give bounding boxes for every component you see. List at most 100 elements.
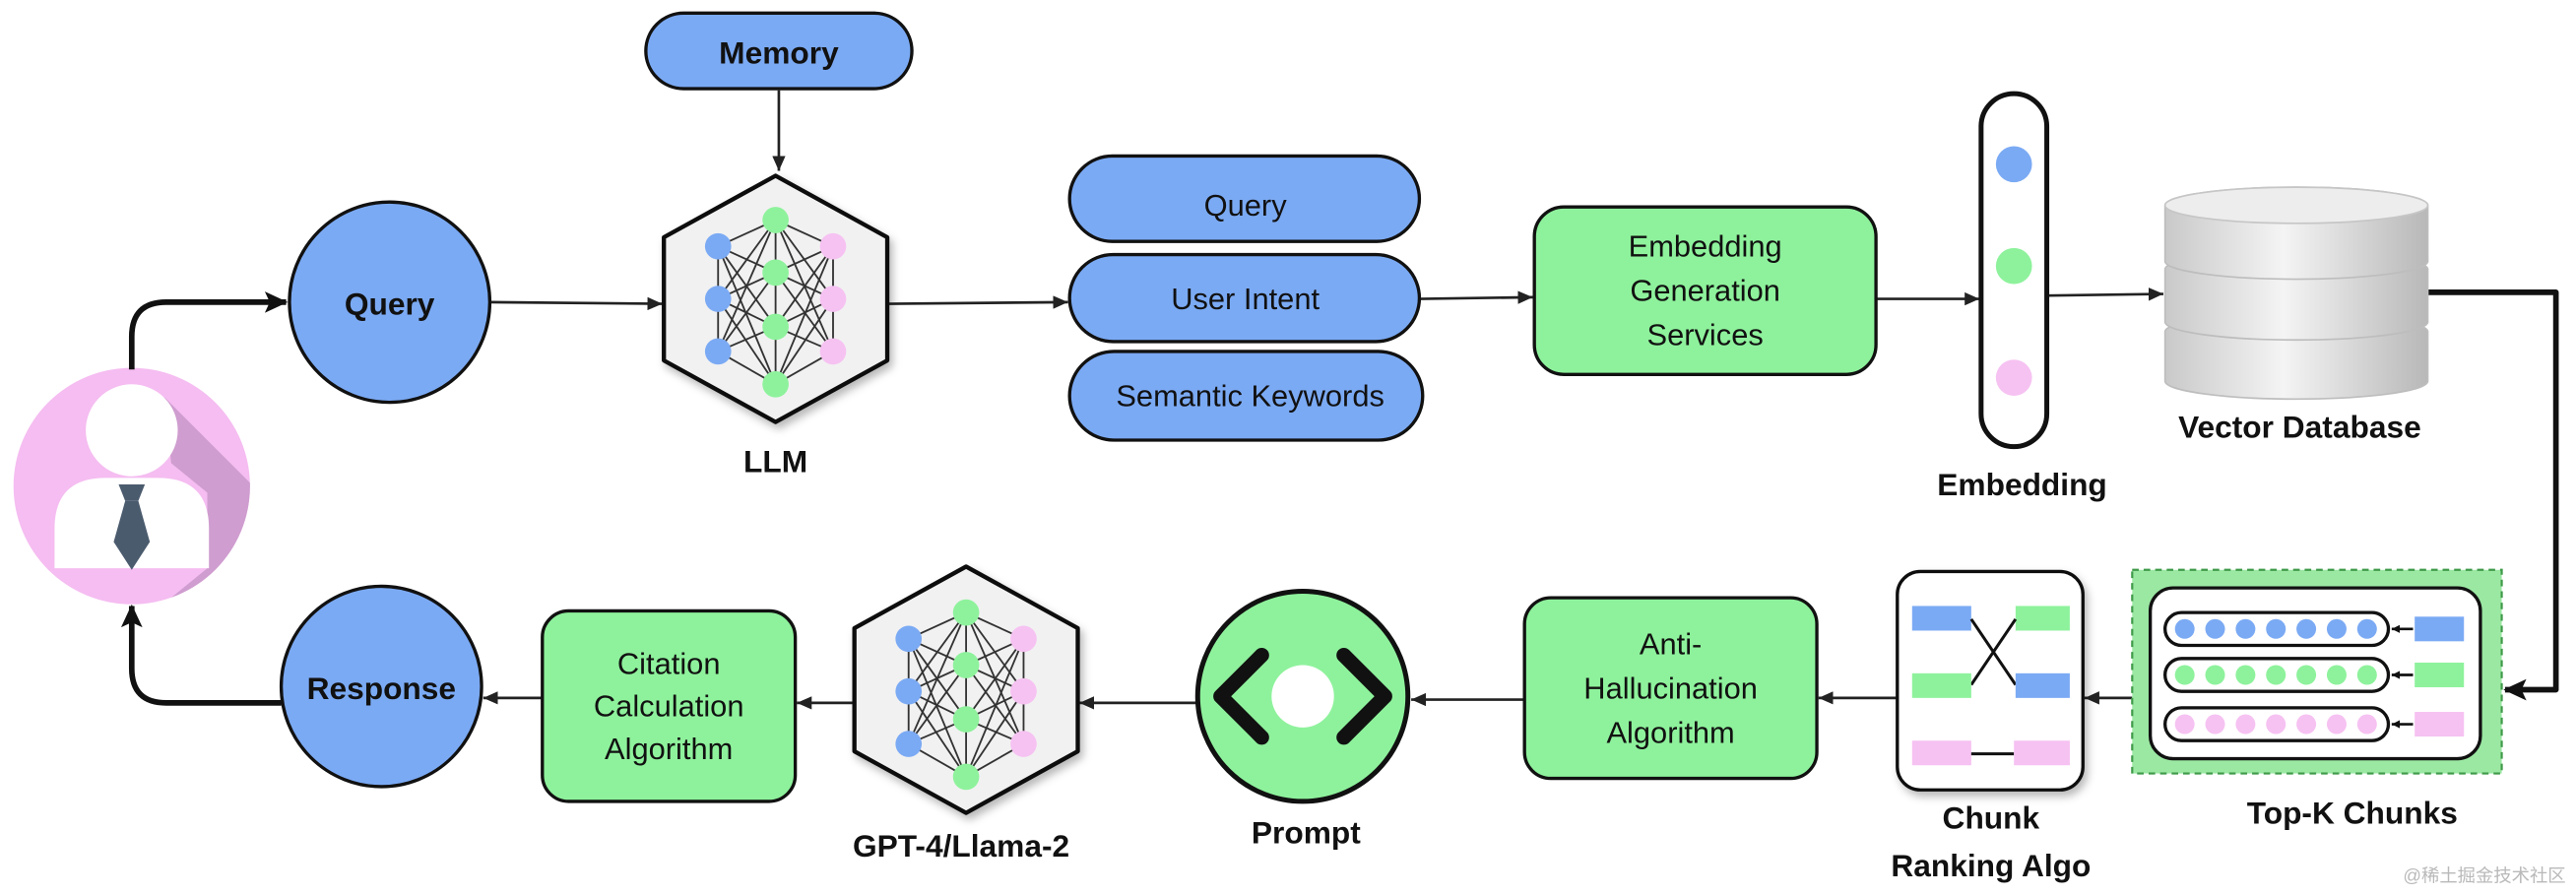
network-node-pink (819, 232, 847, 260)
arrow-intent-to-embedding-gen (1419, 290, 1533, 304)
left-bracket (1213, 647, 1269, 745)
chunk-dot-green (2356, 665, 2377, 685)
query-pill (1067, 154, 1422, 243)
network-node-blue (704, 232, 732, 260)
chunk-dot-pink (2356, 714, 2377, 735)
anti-hallucination-node: Anti- Hallucination Algorithm (1522, 596, 1819, 781)
prompt-label: Prompt (1252, 815, 1361, 851)
chunk-tag-blue (2415, 616, 2465, 642)
network-edge (717, 298, 777, 385)
network-node-pink (819, 286, 847, 312)
arrow-db-to-topk (2427, 289, 2559, 701)
response-circle (279, 584, 483, 789)
arrow-embedding-to-db (2048, 288, 2164, 301)
citation-box (541, 608, 798, 803)
network-node-pink (1010, 625, 1037, 653)
user-intent-pill (1067, 252, 1422, 344)
chunk-dot-blue (2326, 618, 2347, 639)
chunk-dot-blue (2296, 618, 2317, 639)
citation-line-1: Citation (617, 646, 721, 680)
network-node-blue (895, 731, 923, 757)
prompt-node: Prompt (1194, 588, 1411, 851)
network-edge (774, 298, 834, 385)
db-top-face (2163, 186, 2429, 224)
ranking-chunk-blue-left (1911, 606, 1971, 631)
network-edge (907, 664, 967, 745)
neural-network-icon (704, 207, 847, 398)
arrow-query-to-llm (489, 296, 663, 311)
arrow-response-to-user (120, 604, 282, 706)
network-edge (965, 638, 1025, 778)
network-node-green (762, 313, 789, 341)
network-node-pink (1010, 731, 1037, 757)
gpt-node: GPT-4/Llama-2 (852, 564, 1080, 863)
network-edge (717, 219, 777, 300)
network-edge (774, 245, 834, 385)
chunk-dot-green (2205, 665, 2225, 685)
network-edge (965, 690, 1025, 778)
ranking-chunk-pink-left (1911, 740, 1971, 766)
chunk-ranking-label-line-2: Ranking Algo (1891, 848, 2091, 883)
ranking-chunk-pink-right (2014, 740, 2070, 766)
chunk-dot-blue (2235, 618, 2256, 639)
embedding-dot-green (1995, 247, 2032, 285)
memory-node: Memory (644, 11, 914, 91)
chunk-dot-pink (2326, 714, 2347, 735)
anti-hallucination-line-2: Hallucination (1583, 671, 1758, 705)
citation-node: Citation Calculation Algorithm (541, 608, 798, 803)
network-edge (717, 245, 777, 385)
database-icon (2163, 186, 2429, 401)
embedding-generation-line-1: Embedding (1629, 229, 1782, 264)
anti-hallucination-box (1522, 596, 1819, 781)
network-node-green (762, 370, 789, 398)
chunk-dot-pink (2235, 714, 2256, 735)
anti-hallucination-line-1: Anti- (1640, 626, 1702, 661)
embedding-dot-blue (1995, 146, 2032, 183)
memory-pill (644, 11, 914, 91)
arrow-llm-to-intents (888, 295, 1068, 309)
user-avatar-icon (13, 367, 250, 605)
arrow-user-to-query (128, 291, 289, 370)
embedding-label: Embedding (1937, 467, 2107, 502)
gpt-label: GPT-4/Llama-2 (853, 828, 1069, 863)
semantic-keywords-pill (1067, 350, 1425, 442)
response-label: Response (307, 671, 456, 706)
chunk-dot-green (2326, 665, 2347, 685)
network-node-blue (704, 286, 732, 312)
chunk-dot-blue (2205, 618, 2225, 639)
embedding-generation-box (1532, 205, 1878, 376)
network-edge (907, 638, 967, 778)
network-node-green (952, 652, 980, 678)
chunk-dot-pink (2205, 714, 2225, 735)
tie-body (113, 500, 151, 570)
llm-node: LLM (662, 173, 890, 479)
chunk-dot-green (2296, 665, 2317, 685)
query-label: Query (345, 287, 435, 322)
embedding-node: Embedding (1937, 91, 2107, 502)
ranking-chunk-green-left (1911, 672, 1971, 698)
chunk-dot-blue (2356, 618, 2377, 639)
vector-database-label: Vector Database (2178, 410, 2421, 445)
network-node-blue (895, 677, 923, 705)
center-dot (1271, 665, 1334, 728)
semantic-keywords-label: Semantic Keywords (1116, 378, 1385, 413)
network-node-blue (895, 625, 923, 653)
top-k-chunks-node (2131, 568, 2503, 775)
ranking-chunk-green-right (2015, 606, 2070, 631)
avatar-head (86, 384, 178, 477)
embedding-generation-line-2: Generation (1630, 274, 1780, 308)
ranking-chunk-blue-right (2015, 672, 2070, 698)
tie-knot (118, 484, 146, 501)
memory-label: Memory (719, 34, 839, 70)
embedding-generation-node: Embedding Generation Services (1532, 205, 1878, 376)
network-node-blue (704, 338, 732, 365)
network-edge (717, 272, 777, 352)
network-node-green (762, 259, 789, 287)
anti-hallucination-line-3: Algorithm (1606, 715, 1734, 749)
query-pill-label: Query (1204, 188, 1288, 223)
citation-line-2: Calculation (594, 689, 744, 724)
chunk-dot-pink (2296, 714, 2317, 735)
network-node-green (952, 706, 980, 733)
network-edge (907, 611, 967, 744)
watermark: @稀土掘金技术社区 (2403, 864, 2565, 885)
